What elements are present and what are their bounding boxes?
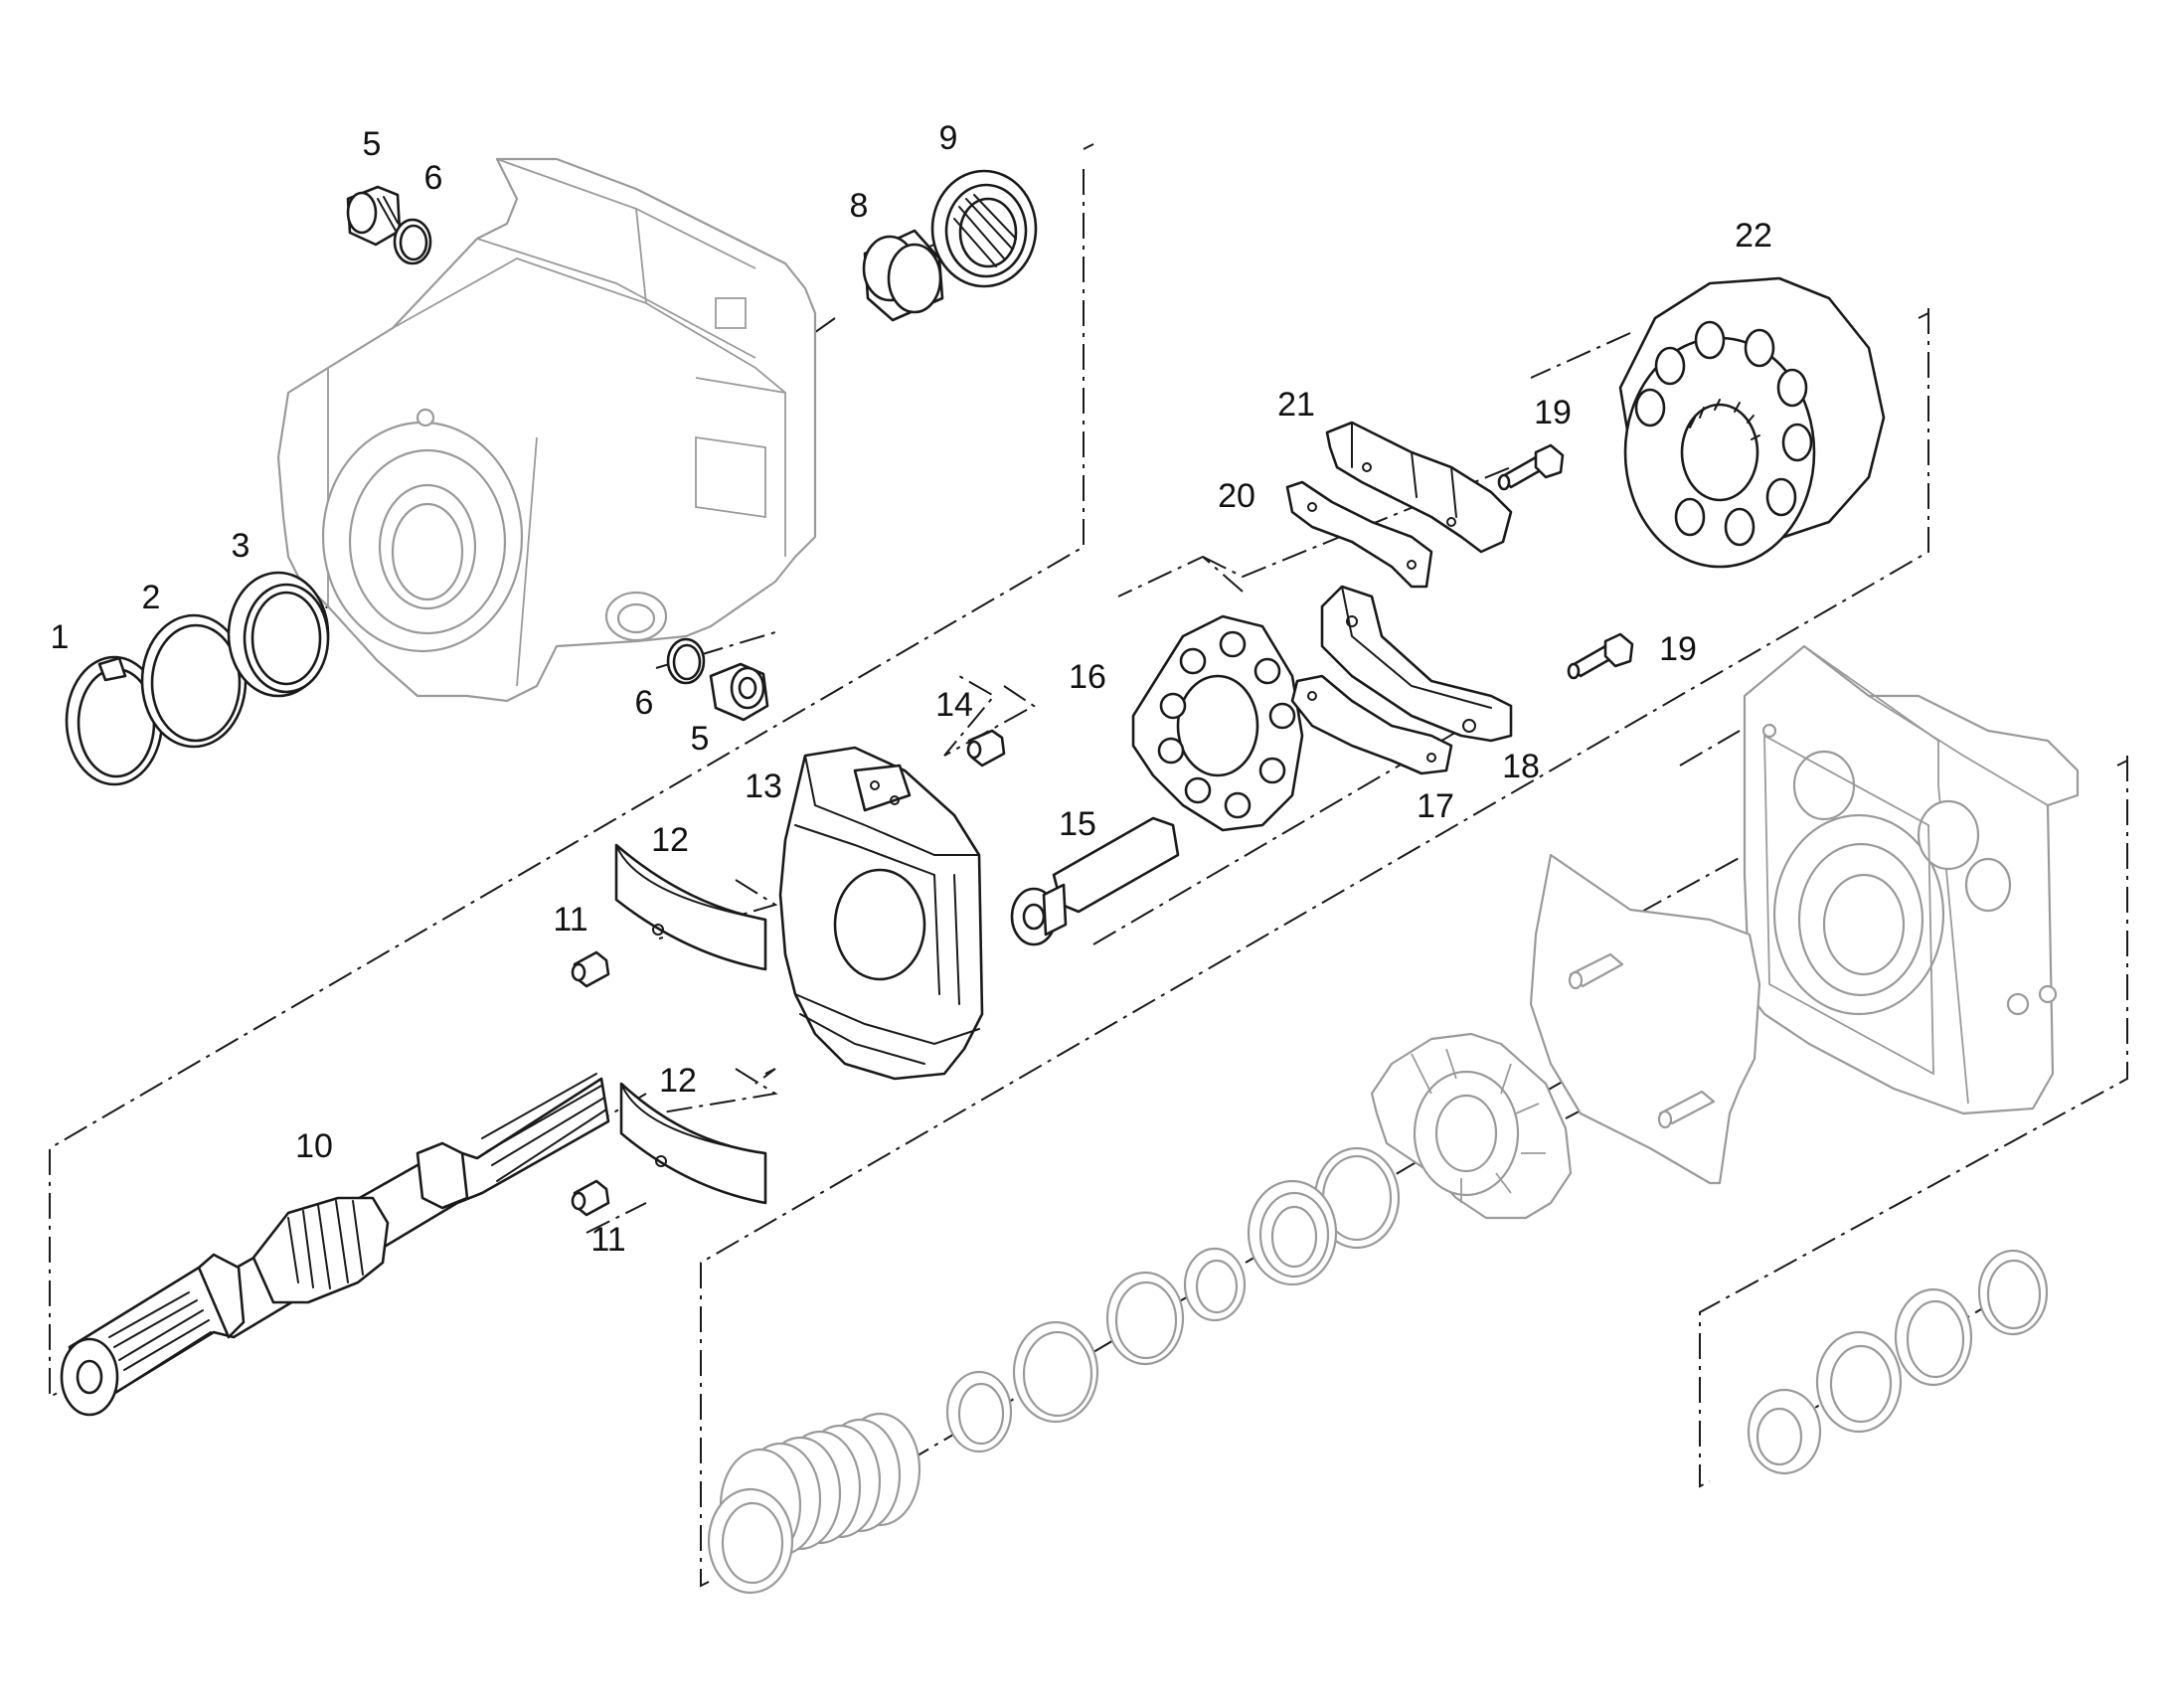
callout-19-lower: 19: [1659, 630, 1697, 668]
callout-2: 2: [142, 579, 161, 616]
part-13-swashplate: [778, 746, 984, 1081]
callout-17: 17: [1417, 787, 1454, 825]
part-22-cylinder-block: [1618, 276, 1886, 569]
part-6-oring-mid: [666, 637, 706, 685]
callout-16: 16: [1069, 658, 1106, 696]
callout-11-lower: 11: [590, 1221, 625, 1259]
part-5-plug-mid: [709, 662, 769, 722]
callout-1: 1: [51, 618, 70, 656]
part-21-saddle-bearing: [1325, 421, 1513, 554]
part-16-retainer-plate: [1131, 614, 1304, 832]
part-10-drive-shaft: [60, 1073, 610, 1417]
part-19-bolt-upper: [1497, 443, 1565, 491]
callout-12-upper: 12: [651, 821, 689, 859]
part-18-cradle: [1320, 585, 1513, 743]
callout-6-top: 6: [424, 159, 443, 197]
small-ring-stack: [1747, 1249, 2049, 1475]
part-9-roller-bearing: [930, 169, 1038, 288]
callout-22: 22: [1735, 217, 1772, 255]
callout-9: 9: [939, 119, 958, 157]
callout-8: 8: [850, 187, 869, 225]
callout-labels: 1 2 3 5 6 8 9 5 6 10 11 11 12 12 13 14 1…: [51, 119, 1772, 1259]
part-12-shell-lower: [619, 1082, 767, 1205]
callout-15: 15: [1059, 805, 1096, 843]
part-2-ring: [140, 613, 248, 749]
callout-10: 10: [295, 1127, 333, 1165]
callout-20: 20: [1218, 477, 1255, 515]
callout-3: 3: [232, 527, 251, 565]
part-14-pin: [966, 729, 1006, 768]
callout-5-top: 5: [363, 125, 382, 163]
part-1-snap-ring: [65, 655, 164, 786]
callout-11-upper: 11: [553, 901, 587, 939]
part-8-bearing-race: [862, 229, 944, 322]
callout-13: 13: [745, 768, 782, 805]
dowel-pins: [1568, 952, 1716, 1129]
part-19-bolt-lower: [1567, 632, 1634, 680]
callout-19-upper: 19: [1534, 394, 1572, 431]
callout-21: 21: [1277, 386, 1315, 424]
charge-pump-stack: [707, 1032, 1573, 1595]
part-11-pin-lower: [571, 1179, 610, 1217]
callout-14: 14: [935, 686, 973, 724]
rear-cover-housing: [1743, 644, 2080, 1115]
pump-housing: [276, 157, 817, 703]
part-17-cradle-shim: [1290, 674, 1453, 775]
callout-12-lower: 12: [659, 1062, 697, 1100]
part-6-oring-top: [393, 218, 432, 265]
part-20-saddle-shim: [1285, 480, 1433, 589]
part-12-shell-upper: [614, 843, 767, 971]
part-11-pin-upper: [571, 950, 610, 988]
callout-18: 18: [1502, 748, 1540, 785]
callout-6-mid: 6: [635, 684, 654, 722]
part-5-plug-top: [346, 185, 402, 247]
callout-5-mid: 5: [691, 720, 710, 758]
part-15-piston-rod: [1010, 816, 1180, 946]
part-3-seal: [227, 571, 330, 698]
